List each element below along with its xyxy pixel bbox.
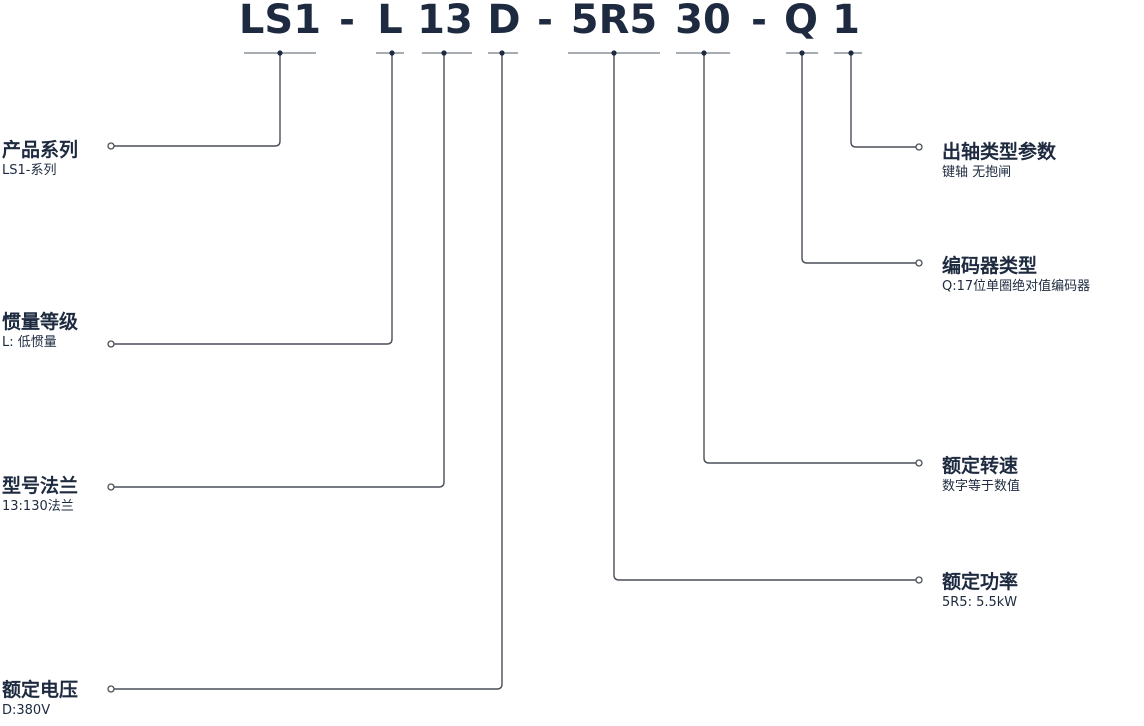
power-title: 额定功率 [942,571,1019,593]
code-segment-power: 5R5 [570,0,658,43]
junction-dots [277,50,854,56]
label-power: 额定功率 5R5: 5.5kW [942,570,1018,611]
label-shaft: 出轴类型参数 键轴 无抱闸 [942,140,1056,181]
leader-lines [114,53,916,690]
shaft-title: 出轴类型参数 [942,141,1057,163]
code-segment-encoder: Q [783,0,818,43]
code-separator: - [339,0,355,42]
series-title: 产品系列 [2,139,79,161]
inertia-title: 惯量等级 [2,311,79,333]
power-desc: 5R5: 5.5kW [942,595,1018,610]
label-voltage: 额定电压 D:380V [2,678,78,719]
voltage-desc: D:380V [2,703,51,718]
flange-desc: 13:130法兰 [2,499,74,514]
code-segment-voltage: D [487,0,521,43]
series-desc: LS1-系列 [2,163,57,178]
speed-title: 额定转速 [942,455,1019,477]
end-circles [107,142,923,693]
flange-title: 型号法兰 [2,475,79,497]
encoder-title: 编码器类型 [942,255,1038,277]
inertia-desc: L: 低惯量 [2,335,57,350]
label-flange: 型号法兰 13:130法兰 [2,474,78,515]
code-segment-flange: 13 [417,0,473,43]
voltage-title: 额定电压 [2,679,79,701]
code-segment-inertia: L [377,0,403,43]
shaft-desc: 键轴 无抱闸 [942,165,1012,180]
label-speed: 额定转速 数字等于数值 [942,454,1020,495]
code-segment-speed: 30 [675,0,731,43]
label-series: 产品系列 LS1-系列 [2,138,78,179]
label-encoder: 编码器类型 Q:17位单圈绝对值编码器 [942,254,1090,295]
speed-desc: 数字等于数值 [942,479,1021,494]
code-segment-series: LS1 [238,0,322,43]
encoder-desc: Q:17位单圈绝对值编码器 [942,279,1091,294]
label-inertia: 惯量等级 L: 低惯量 [2,310,78,351]
code-separator: - [537,0,553,42]
code-segment-shaft: 1 [832,0,860,43]
code-separator: - [751,0,767,42]
